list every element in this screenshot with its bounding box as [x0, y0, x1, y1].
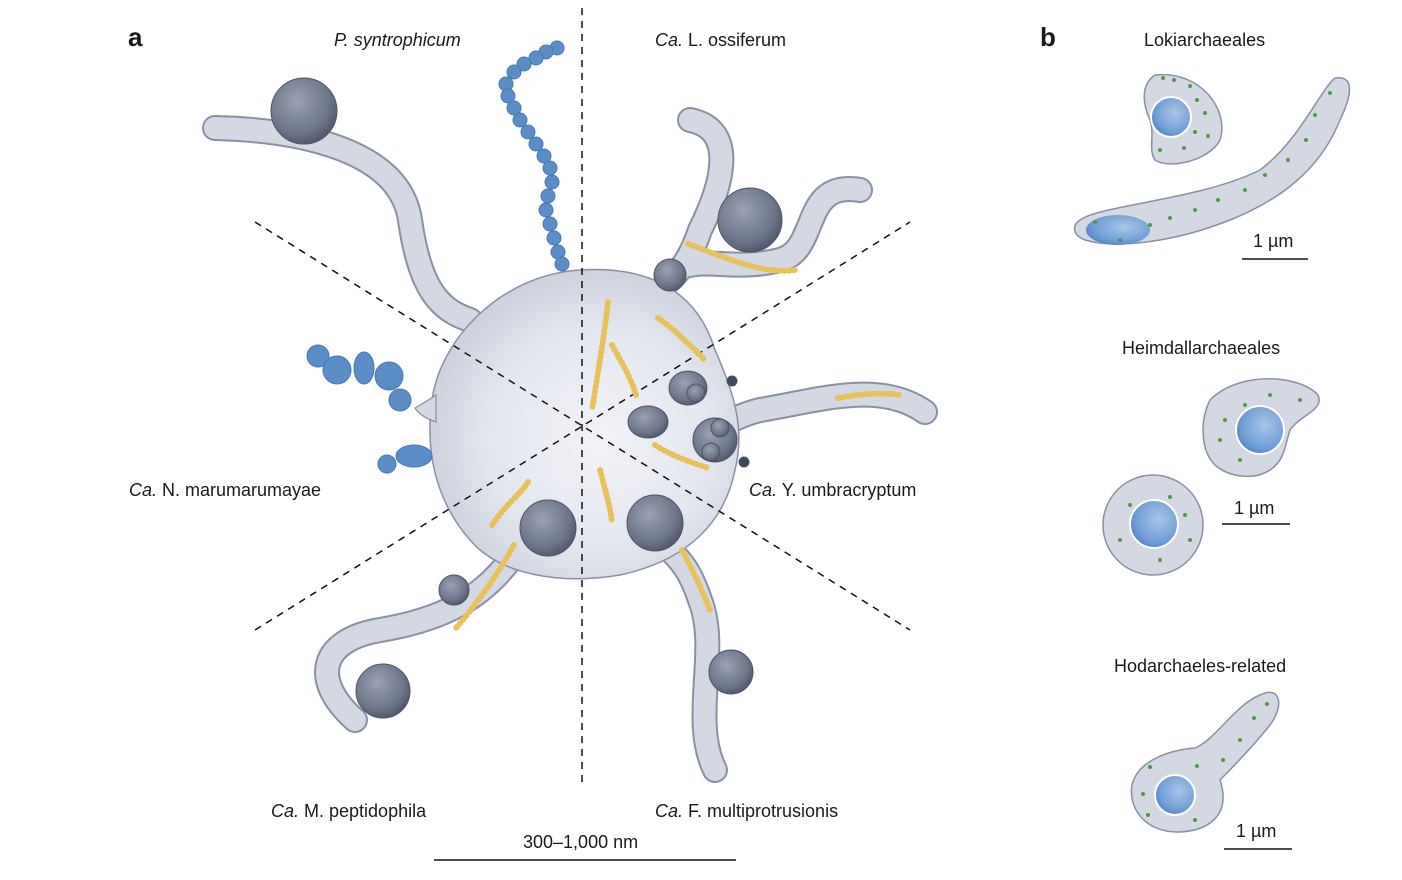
group-title-hodarchaeles: Hodarchaeles-related — [1114, 656, 1287, 676]
species-label-mid-right: Ca. Y. umbracryptum — [749, 480, 917, 500]
partner-cells-left — [306, 344, 433, 474]
scale-label-b2: 1 µm — [1234, 498, 1275, 518]
scale-label-b3: 1 µm — [1236, 821, 1277, 841]
hodarchaeles-cells — [1130, 691, 1280, 833]
scale-label-b1: 1 µm — [1253, 231, 1294, 251]
species-label-top-right: Ca. L. ossiferum — [655, 30, 787, 50]
lokiarchaeales-cells — [1073, 73, 1351, 245]
panel-label-b: b — [1040, 22, 1056, 52]
filaments — [453, 241, 903, 631]
scale-label-a: 300–1,000 nm — [523, 832, 639, 852]
species-label-bottom-left: Ca. M. peptidophila — [271, 801, 427, 821]
group-title-lokiarchaeales: Lokiarchaeales — [1144, 30, 1266, 50]
panel-label-a: a — [128, 22, 143, 52]
vesicles — [270, 77, 783, 719]
species-label-bottom-right: Ca. F. multiprotrusionis — [655, 801, 839, 821]
ribosome-dots — [1093, 76, 1332, 822]
species-label-top-left: P. syntrophicum — [334, 30, 461, 50]
sector-dividers — [254, 8, 911, 785]
small-bud — [414, 393, 437, 423]
partner-chain-top — [498, 40, 570, 272]
heimdallarchaeales-cells — [1102, 378, 1320, 576]
group-title-heimdallarchaeales: Heimdallarchaeales — [1122, 338, 1281, 358]
species-label-mid-left: Ca. N. marumarumayae — [129, 480, 322, 500]
